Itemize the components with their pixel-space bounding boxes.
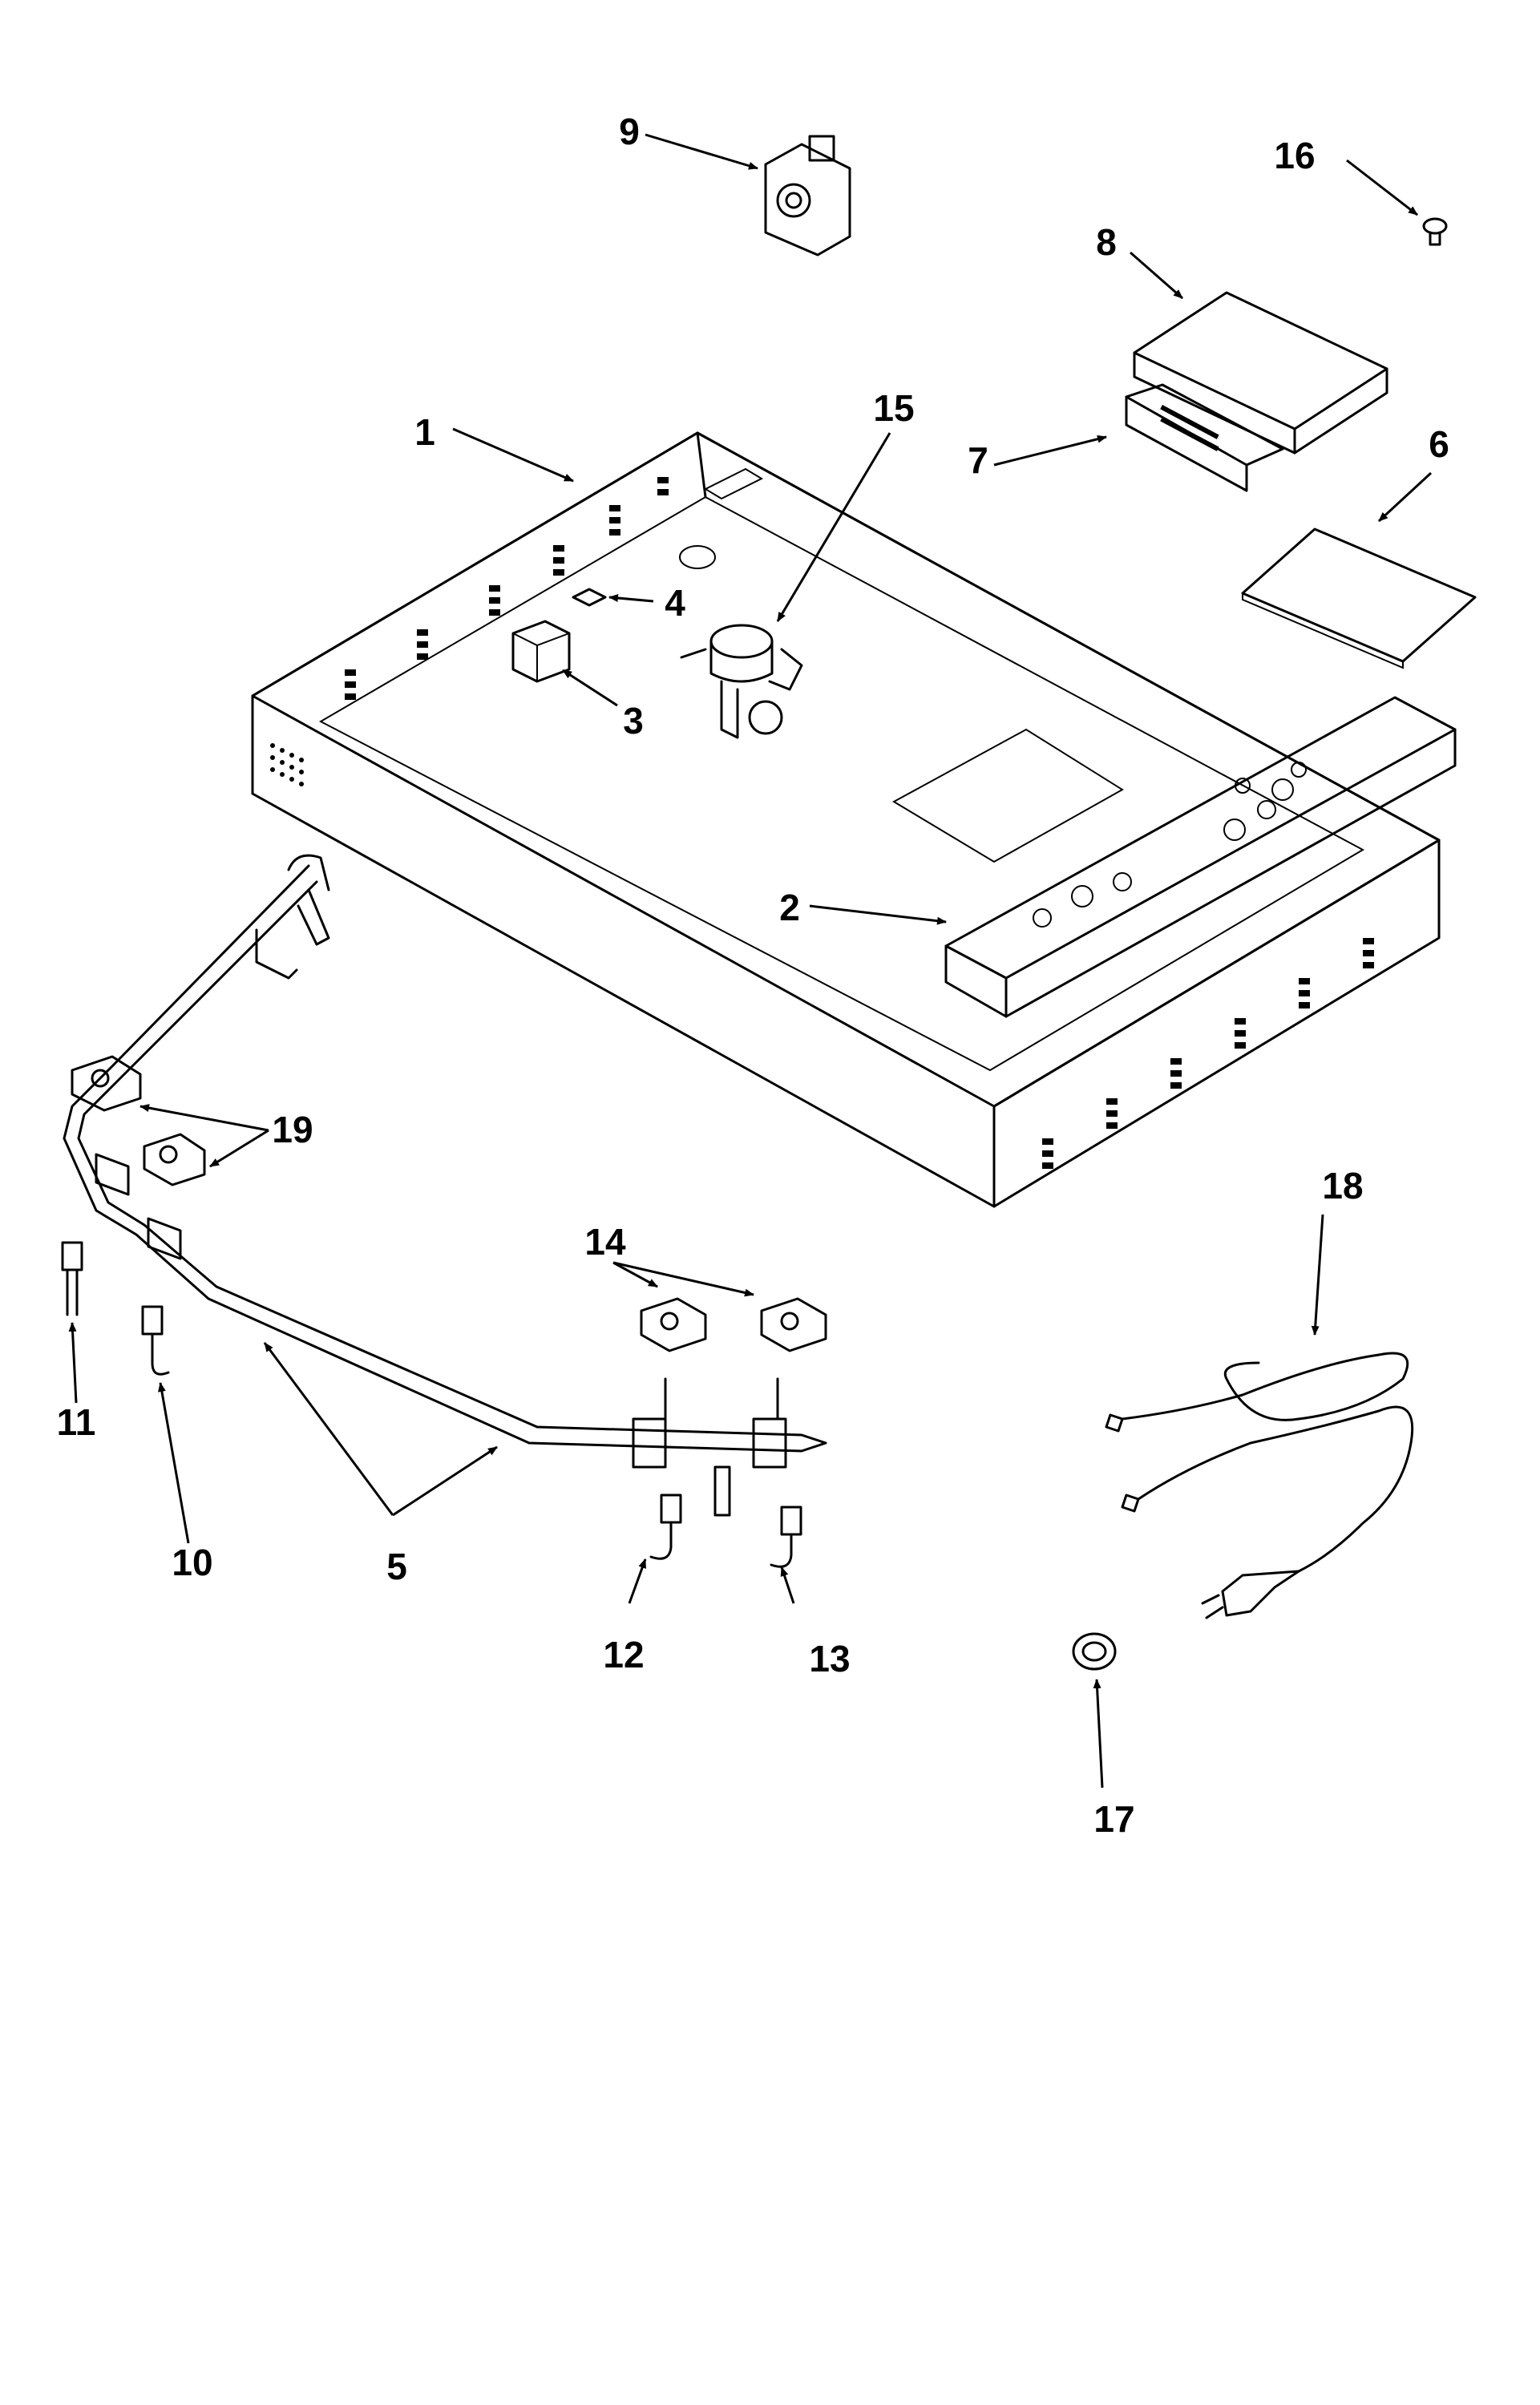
callout-14: 14 — [584, 1221, 626, 1263]
module-cover — [1133, 291, 1388, 455]
leader-lines — [68, 133, 1433, 1789]
callout-3: 3 — [623, 700, 644, 742]
callout-18: 18 — [1322, 1165, 1363, 1207]
callout-4: 4 — [665, 582, 685, 624]
callout-17: 17 — [1093, 1798, 1134, 1840]
callout-8: 8 — [1096, 221, 1117, 263]
callout-6: 6 — [1429, 423, 1449, 465]
control-panel-bracket — [944, 696, 1457, 1018]
insulation-pad — [1241, 527, 1477, 669]
gas-manifold — [63, 854, 827, 1517]
base-pan — [251, 431, 1441, 1208]
orifice-spud-10 — [141, 1305, 170, 1376]
callout-13: 13 — [809, 1638, 850, 1679]
callout-12: 12 — [603, 1634, 644, 1675]
callout-2: 2 — [779, 887, 800, 928]
screw — [1422, 217, 1448, 246]
power-cord — [1105, 1352, 1414, 1619]
spark-module — [764, 135, 851, 257]
callout-19: 19 — [272, 1109, 313, 1150]
callout-16: 16 — [1274, 135, 1315, 176]
pressure-regulator — [680, 624, 803, 739]
circuit-board — [1125, 383, 1284, 492]
callout-7: 7 — [968, 439, 988, 481]
callout-11: 11 — [57, 1401, 96, 1443]
orifice-holder-19 — [71, 1055, 206, 1186]
callout-9: 9 — [619, 111, 640, 152]
strain-relief-bushing — [1072, 1632, 1117, 1671]
orifice-spud-13 — [770, 1506, 802, 1568]
callout-15: 15 — [873, 387, 914, 429]
relay — [511, 620, 571, 683]
callout-5: 5 — [386, 1546, 407, 1587]
orifice-spud-11 — [61, 1241, 83, 1316]
orifice-spud-12 — [649, 1494, 682, 1560]
callout-10: 10 — [172, 1542, 212, 1583]
label-square — [572, 588, 607, 607]
callout-1: 1 — [414, 411, 435, 453]
orifice-holder-14 — [640, 1297, 827, 1352]
callout-labels: 1 2 3 4 5 6 7 8 9 10 11 12 13 14 15 16 1… — [57, 111, 1449, 1840]
